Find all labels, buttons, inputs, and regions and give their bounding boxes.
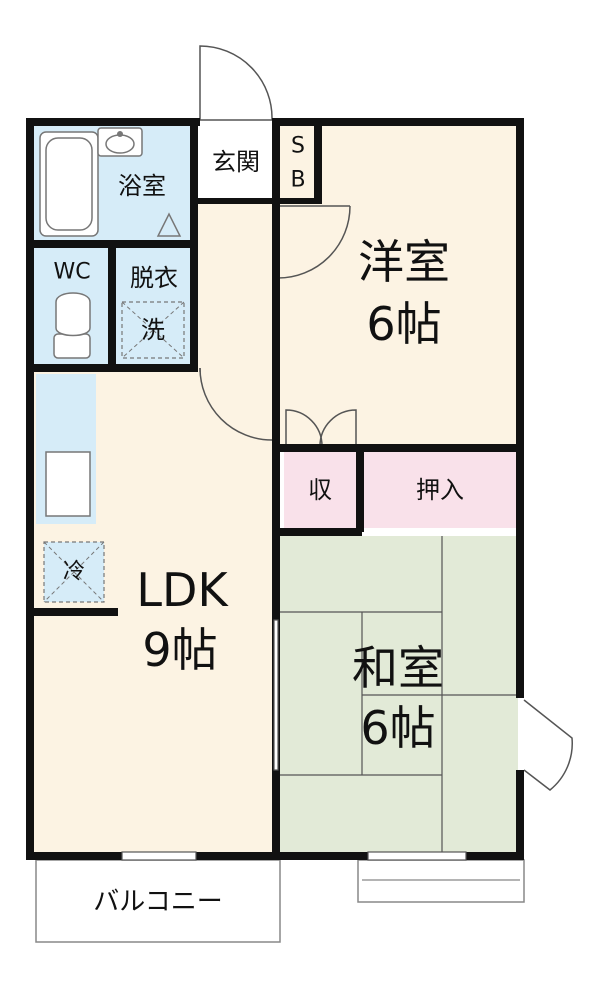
- balcony: [35, 859, 281, 943]
- label-ldk-name: LDK: [136, 563, 229, 617]
- label-western-room-name: 洋室: [358, 235, 450, 289]
- entrance-floor: [196, 124, 276, 202]
- japanese-room-floor: [280, 536, 518, 858]
- window-bay: [357, 859, 525, 903]
- label-closet: 押入: [416, 476, 464, 504]
- window-marks: [121, 619, 467, 861]
- label-japanese-room-size: 6帖: [360, 701, 435, 755]
- toilet-icon: [53, 292, 91, 359]
- front-door: [199, 45, 273, 121]
- kitchen-sink-icon: [45, 451, 91, 517]
- hall-floor: [196, 202, 276, 374]
- label-western-room-size: 6帖: [366, 297, 441, 351]
- fridge-box: [43, 541, 105, 603]
- bathtub: [39, 131, 99, 237]
- label-ldk-size: 9帖: [142, 623, 217, 677]
- bath-step-triangle: [156, 212, 182, 237]
- label-japanese-room-name: 和室: [352, 641, 444, 695]
- label-dressing: 脱衣: [130, 264, 178, 292]
- washer-box: [121, 301, 185, 359]
- label-entrance: 玄関: [212, 148, 260, 176]
- label-storage: 収: [308, 476, 332, 504]
- label-fridge: 冷: [63, 560, 85, 585]
- label-shoe-box-s: S: [291, 134, 305, 159]
- tatami-lines: [280, 536, 518, 858]
- label-washer: 洗: [141, 316, 165, 344]
- japanese-room-window-door: [523, 699, 573, 791]
- label-wc: WC: [53, 260, 90, 285]
- storage-door: [285, 409, 357, 447]
- bath-sink-icon: [97, 127, 143, 157]
- label-bath: 浴室: [118, 172, 166, 200]
- closet-floor: [362, 452, 518, 528]
- ldk-door: [199, 367, 273, 441]
- walls: [26, 118, 524, 860]
- storage-floor: [284, 452, 358, 528]
- western-room-door: [277, 205, 351, 279]
- label-shoe-box-b: B: [290, 168, 305, 193]
- label-balcony: バルコニー: [93, 887, 222, 917]
